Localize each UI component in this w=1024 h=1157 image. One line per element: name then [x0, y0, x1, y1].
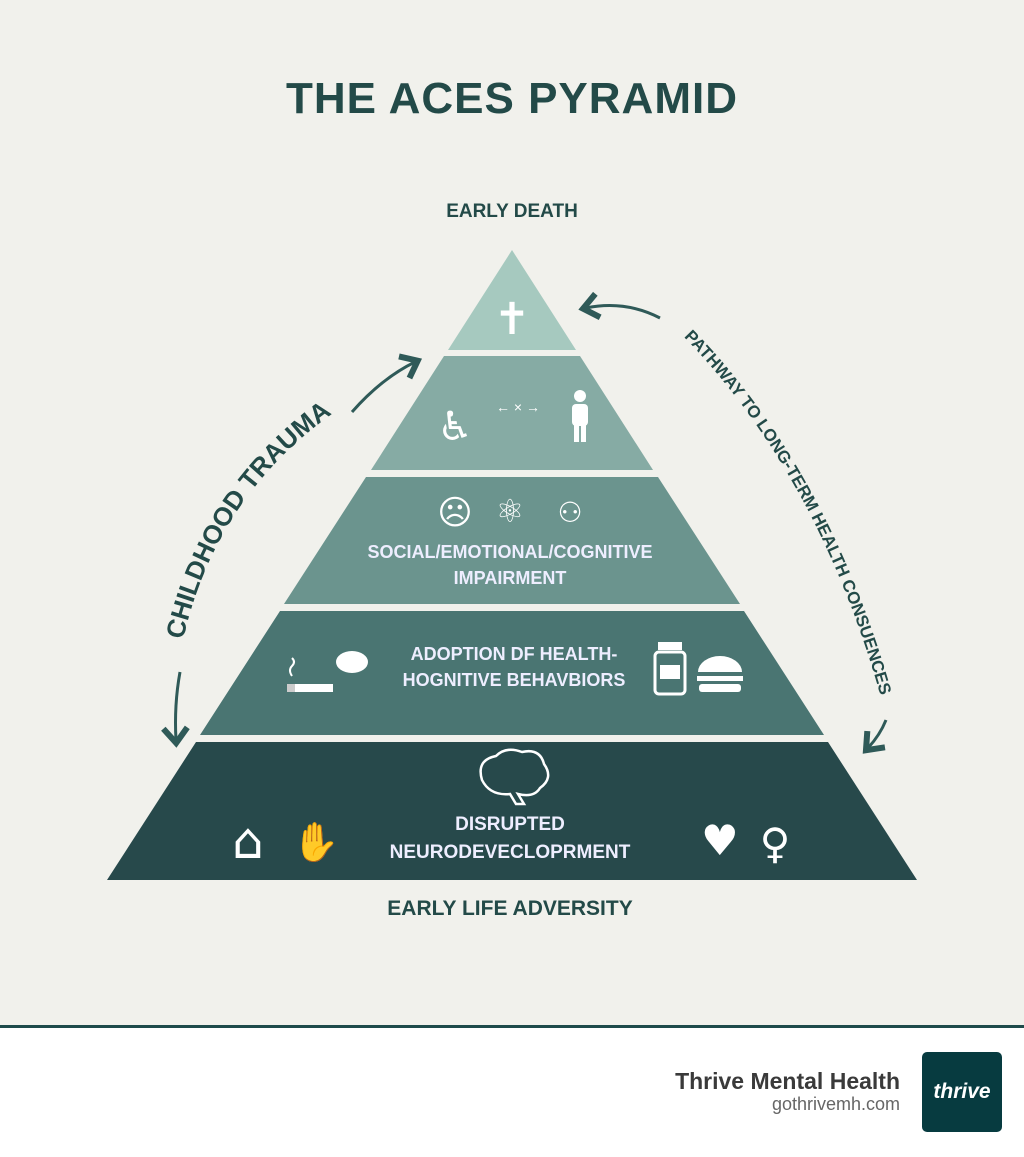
wheelchair-icon: ♿ — [437, 404, 473, 450]
atom-icon: ⚛ — [496, 492, 525, 530]
brand-url[interactable]: gothrivemh.com — [771, 1094, 900, 1114]
pyramid-diagram: EARLY DEATH ✝ ♿ ← × → ☹ ⚛ ⚇ SOCIAL/EMOTI… — [107, 201, 917, 920]
person-icon — [572, 390, 588, 442]
burger-icon — [697, 656, 743, 692]
cigarette-icon — [287, 651, 368, 692]
right-arrow-up — [578, 291, 661, 321]
bottom-label: EARLY LIFE ADVERSITY — [387, 897, 632, 920]
tier-5-line-1: DISRUPTED — [455, 814, 565, 835]
top-label: EARLY DEATH — [446, 201, 578, 222]
medicine-bottle-icon — [653, 642, 687, 696]
left-arrow-down — [161, 671, 190, 748]
left-arrow-up — [350, 353, 423, 413]
girl-icon: ♀ — [760, 819, 791, 868]
infographic: THE ACES PYRAMID EARLY DEATH ✝ ♿ ← × → ☹… — [107, 74, 917, 920]
tier-3-line-1: SOCIAL/EMOTIONAL/COGNITIVE — [367, 542, 652, 562]
tier-5-line-2: NEURODEVECLOPRMENT — [390, 842, 631, 863]
people-icon: ⚇ — [557, 496, 582, 529]
right-arrow-down — [862, 719, 888, 754]
sad-face-icon: ☹ — [437, 493, 472, 533]
page-title: THE ACES PYRAMID — [286, 74, 738, 123]
tier-3-line-2: IMPAIRMENT — [454, 568, 567, 588]
footer: Thrive Mental Health gothrivemh.com thri… — [0, 1025, 1024, 1157]
tier-3 — [284, 477, 740, 604]
broken-heart-icon: ♥ — [701, 816, 739, 865]
arrows-icon: ← × → — [496, 399, 540, 415]
house-icon: ⌂ — [232, 812, 264, 870]
cross-icon: ✝ — [494, 294, 531, 345]
tier-5 — [107, 742, 917, 880]
thrive-logo: thrive — [922, 1052, 1002, 1132]
tier-4-line-2: HOGNITIVE BEHAVBIORS — [403, 670, 626, 690]
hand-icon: ✋ — [292, 820, 339, 864]
brand-name: Thrive Mental Health — [675, 1068, 900, 1094]
brain-icon — [479, 748, 550, 806]
tier-4-line-1: ADOPTION DF HEALTH- — [411, 644, 618, 664]
tier-1 — [448, 250, 576, 350]
childhood-trauma-label: CHILDHOOD TRAUMA — [160, 394, 336, 641]
